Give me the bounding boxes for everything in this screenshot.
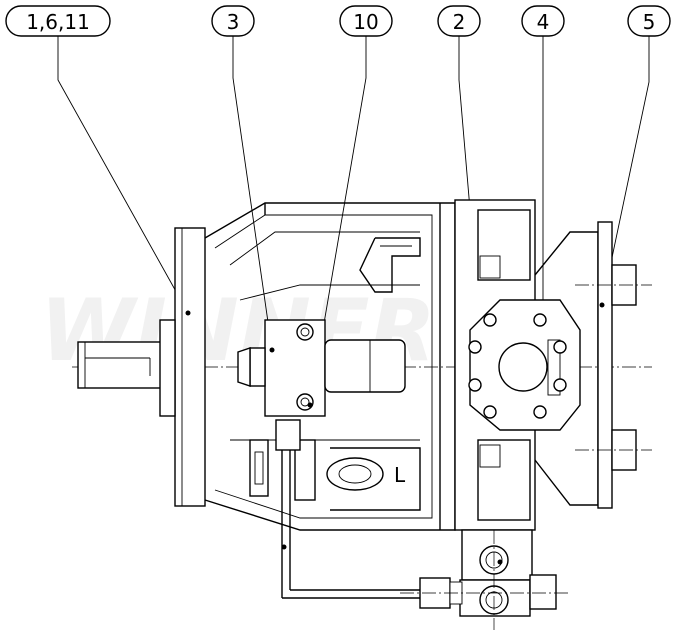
- pilot-tube: [275, 402, 420, 599]
- callout-10: 10: [339, 5, 393, 37]
- callout-2: 2: [437, 5, 481, 37]
- port-label-l: L: [394, 463, 406, 487]
- drain-port-l: L: [326, 457, 406, 491]
- callout-5: 5: [627, 5, 671, 37]
- callout-1-6-11: 1,6,11: [5, 5, 111, 37]
- callout-label: 2: [453, 10, 466, 34]
- sight-glass: [249, 439, 316, 501]
- aux-flange: [534, 221, 652, 509]
- control-valve: [237, 319, 406, 417]
- callout-3: 3: [211, 5, 255, 37]
- mounting-flange: [159, 227, 206, 507]
- drive-shaft: [77, 341, 163, 389]
- callout-label: 3: [227, 10, 240, 34]
- callout-4: 4: [521, 5, 565, 37]
- callout-label: 10: [353, 10, 378, 34]
- callout-label: 1,6,11: [26, 10, 90, 34]
- callout-label: 4: [537, 10, 550, 34]
- port-flange: [468, 299, 581, 431]
- callout-label: 5: [643, 10, 656, 34]
- bottom-valve-block: [400, 529, 570, 630]
